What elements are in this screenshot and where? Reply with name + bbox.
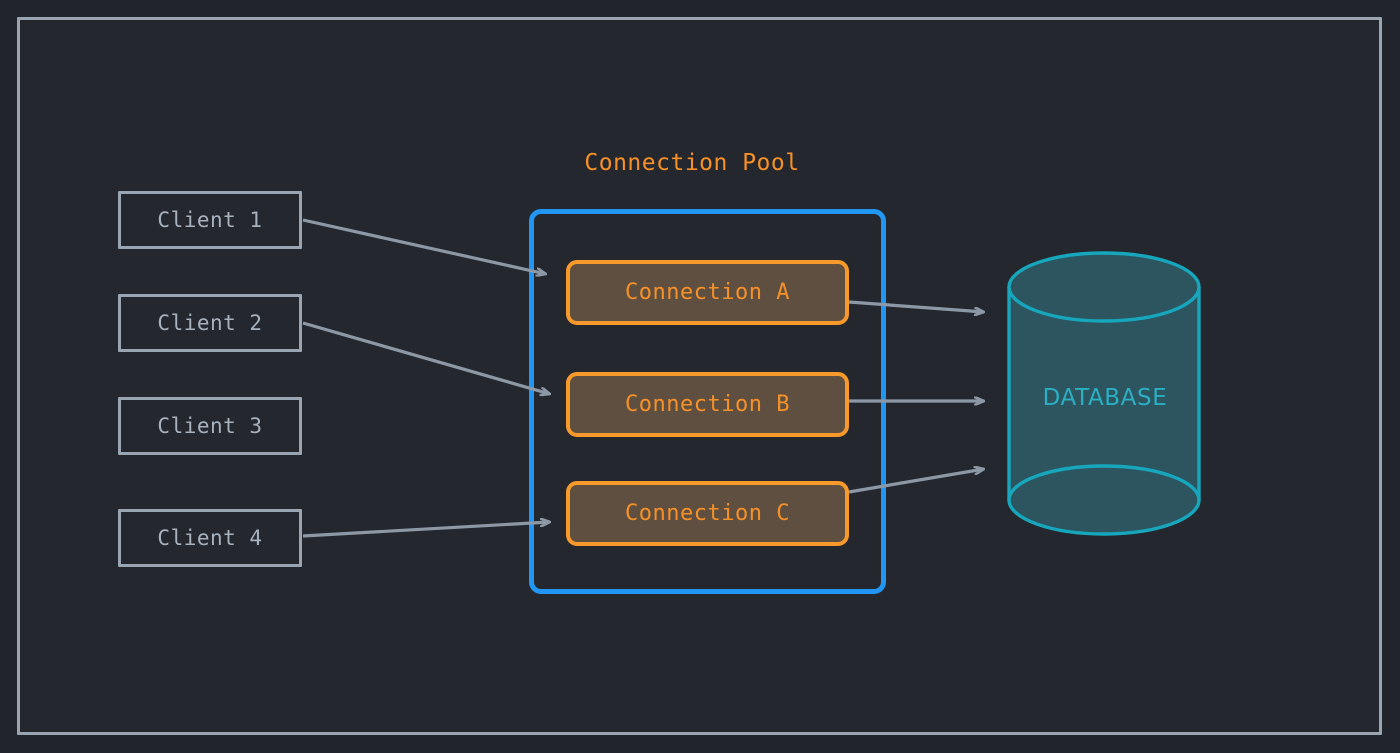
client-label: Client 4	[157, 526, 263, 550]
connection-label: Connection A	[625, 280, 790, 305]
client-label: Client 2	[157, 311, 263, 335]
client-box-3[interactable]: Client 3	[118, 397, 302, 455]
database-label: DATABASE	[1042, 385, 1168, 411]
connection-pool-title: Connection Pool	[584, 150, 800, 176]
connection-box-c[interactable]: Connection C	[566, 481, 849, 546]
connection-label: Connection B	[625, 392, 790, 417]
client-box-2[interactable]: Client 2	[118, 294, 302, 352]
client-label: Client 1	[157, 208, 263, 232]
client-box-1[interactable]: Client 1	[118, 191, 302, 249]
client-box-4[interactable]: Client 4	[118, 509, 302, 567]
connection-box-a[interactable]: Connection A	[566, 260, 849, 325]
connection-label: Connection C	[625, 501, 790, 526]
connection-box-b[interactable]: Connection B	[566, 372, 849, 437]
client-label: Client 3	[157, 414, 263, 438]
